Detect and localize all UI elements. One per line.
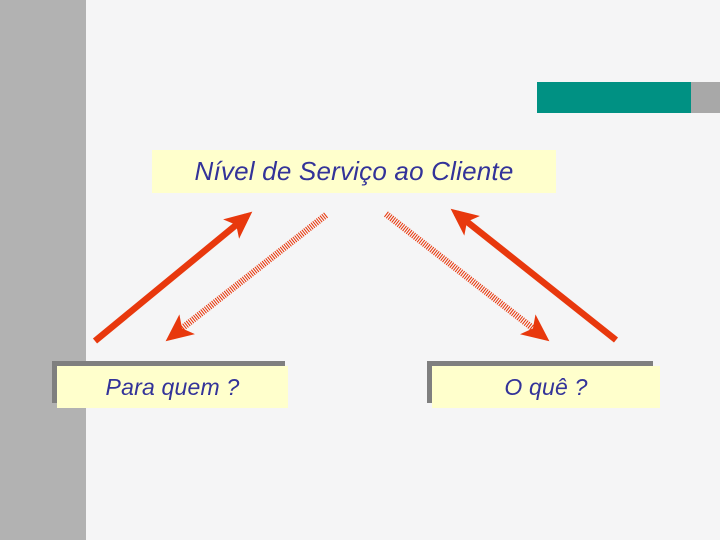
callout-para-quem: Para quem ? — [57, 366, 288, 408]
slide-title: Nível de Serviço ao Cliente — [152, 150, 556, 193]
accent-bar-teal — [537, 82, 691, 113]
left-decorative-band — [0, 0, 86, 540]
callout-right-shadow-side — [427, 361, 433, 403]
callout-o-que: O quê ? — [432, 366, 660, 408]
arrow-right-dotted-icon — [384, 211, 550, 342]
arrow-left-dotted-icon — [165, 212, 329, 342]
arrow-right-solid-icon — [450, 208, 619, 343]
callout-left-shadow-side — [52, 361, 58, 403]
arrow-left-solid-icon — [92, 211, 253, 344]
callout-left-shadow-top — [52, 361, 285, 367]
callout-right-shadow-top — [427, 361, 653, 367]
